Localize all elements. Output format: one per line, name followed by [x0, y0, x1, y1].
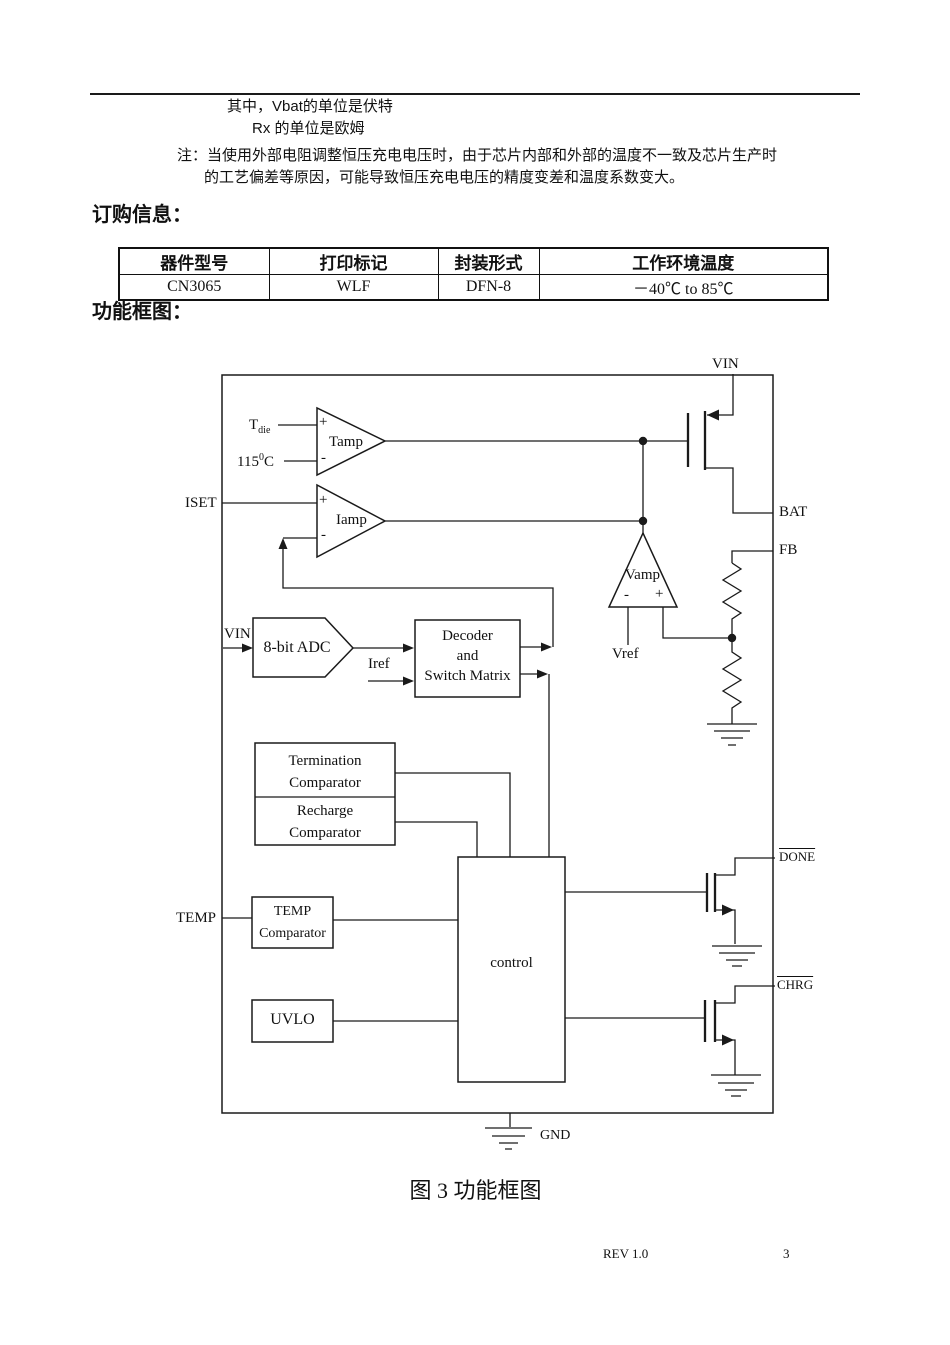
- pin-label-iset: ISET: [185, 495, 217, 511]
- header-rule: [90, 93, 860, 95]
- done-transistor-nmos: [705, 873, 762, 967]
- tamp-comparator: [316, 406, 387, 477]
- col-operating-temp: 工作环境温度: [538, 247, 829, 275]
- temp-115c-label: 1150C: [237, 452, 274, 471]
- ordering-table: 器件型号 打印标记 封装形式 工作环境温度 CN3065 WLF DFN-8 －…: [118, 247, 829, 301]
- pin-label-fb: FB: [779, 542, 798, 558]
- pass-transistor-pmos: [686, 409, 719, 470]
- gnd-symbol: [485, 1127, 532, 1150]
- termination-recharge-block: [254, 742, 396, 846]
- temp-comparator-block: [251, 896, 334, 949]
- col-marking: 打印标记: [268, 247, 439, 275]
- tamp-label: Tamp: [329, 434, 363, 450]
- temp-comparator-label: TEMP Comparator: [252, 901, 333, 945]
- uvlo-block-label: UVLO: [270, 1011, 315, 1028]
- termination-comparator-label: Termination Comparator: [255, 750, 395, 794]
- tamp-plus-sign: +: [319, 414, 328, 430]
- t115-superscript: 0: [258, 452, 264, 463]
- cell-part-number: CN3065: [118, 274, 270, 301]
- ordering-table-header-row: 器件型号 打印标记 封装形式 工作环境温度: [118, 247, 829, 275]
- control-block-label: control: [490, 955, 533, 971]
- col-part-number: 器件型号: [118, 247, 270, 275]
- uvlo-block: [251, 999, 334, 1043]
- temp-comp-line-2: Comparator: [259, 926, 326, 941]
- cell-marking: WLF: [268, 274, 439, 301]
- note-line-3: 注：当使用外部电阻调整恒压充电电压时，由于芯片内部和外部的温度不一致及芯片生产时: [177, 147, 778, 164]
- footer-page-number: 3: [783, 1246, 790, 1261]
- cell-package: DFN-8: [437, 274, 540, 301]
- iref-label: Iref: [368, 656, 390, 672]
- vamp-plus-sign: +: [655, 586, 664, 602]
- note-line-1: 其中，Vbat的单位是伏特: [227, 98, 393, 115]
- pin-label-temp: TEMP: [176, 910, 217, 926]
- decoder-line-3: Switch Matrix: [424, 668, 511, 684]
- vref-label: Vref: [612, 646, 639, 662]
- vamp-minus-sign: -: [624, 587, 629, 603]
- cell-operating-temp: －40℃ to 85℃: [538, 274, 829, 301]
- temp-comp-line-1: TEMP: [273, 904, 312, 919]
- footer-revision: REV 1.0: [603, 1246, 649, 1261]
- decoder-line-2: and: [456, 648, 479, 664]
- iamp-minus-sign: -: [321, 527, 326, 543]
- pin-label-vin: VIN: [712, 356, 739, 372]
- ordering-table-row: CN3065 WLF DFN-8 －40℃ to 85℃: [118, 274, 829, 301]
- tamp-minus-sign: -: [321, 450, 326, 466]
- wires: [222, 374, 775, 1127]
- block-diagram-heading: 功能框图：: [92, 301, 192, 323]
- recharge-line-1: Recharge: [296, 803, 354, 819]
- control-block: [457, 856, 566, 1083]
- recharge-comparator-label: Recharge Comparator: [255, 800, 395, 844]
- decoder-line-1: Decoder: [442, 628, 493, 644]
- chrg-transistor-nmos: [703, 1000, 761, 1097]
- tdie-subscript: die: [258, 425, 271, 436]
- tdie-label: Tdie: [249, 417, 270, 437]
- iamp-label: Iamp: [336, 512, 367, 528]
- decoder-block: [414, 619, 521, 698]
- recharge-line-2: Comparator: [289, 825, 361, 841]
- junction-dots: [638, 436, 737, 643]
- adc-block: [252, 617, 355, 678]
- arrowheads: [242, 538, 552, 686]
- t115-unit: C: [263, 454, 274, 470]
- decoder-block-label: Decoder and Switch Matrix: [417, 626, 518, 686]
- adc-vin-label: VIN: [224, 626, 251, 642]
- pin-label-bat: BAT: [779, 504, 808, 520]
- adc-block-label: 8-bit ADC: [263, 639, 331, 656]
- termination-line-2: Comparator: [289, 775, 361, 791]
- tdie-base: T: [249, 417, 259, 433]
- figure-caption: 图 3 功能框图: [409, 1178, 542, 1203]
- pin-label-gnd: GND: [540, 1128, 571, 1143]
- fb-resistor-divider: [707, 562, 757, 746]
- iamp-plus-sign: +: [319, 492, 328, 508]
- note-line-2: Rx 的单位是欧姆: [252, 120, 365, 137]
- termination-line-1: Termination: [288, 753, 362, 769]
- col-package: 封装形式: [437, 247, 540, 275]
- vamp-amplifier: [607, 531, 679, 608]
- t115-base: 115: [237, 454, 259, 470]
- vamp-label: Vamp: [625, 567, 660, 583]
- ordering-info-heading: 订购信息：: [92, 204, 192, 226]
- note-line-4: 的工艺偏差等原因，可能导致恒压充电电压的精度变差和温度系数变大。: [204, 169, 685, 186]
- pin-label-done: DONE: [779, 849, 816, 864]
- iamp-comparator: [316, 483, 387, 559]
- pin-label-chrg: CHRG: [777, 977, 814, 992]
